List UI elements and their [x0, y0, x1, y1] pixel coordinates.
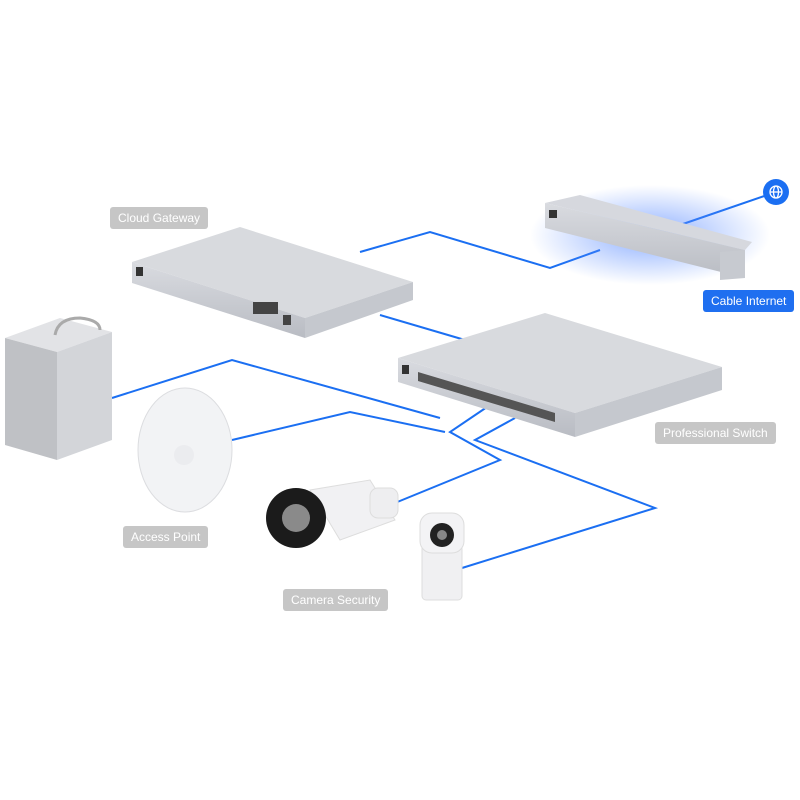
link-camera-switch — [389, 404, 503, 506]
camera-security-label: Camera Security — [283, 589, 389, 611]
access-point-label: Access Point — [123, 526, 209, 548]
link-cube-camera-switch — [461, 417, 659, 569]
link-gateway-switch — [379, 314, 466, 341]
cloud-gateway-label: Cloud Gateway — [110, 207, 209, 229]
professional-switch-device — [398, 313, 722, 437]
link-computer-switch — [111, 358, 441, 419]
computer-tower — [5, 316, 112, 460]
cube-camera-device — [419, 512, 465, 601]
link-ap-switch — [231, 410, 446, 441]
cable-internet-label: Cable Internet — [703, 290, 795, 312]
cloud-gateway-device — [132, 227, 413, 338]
professional-switch-label: Professional Switch — [655, 422, 776, 444]
cable-modem — [530, 185, 770, 285]
bullet-camera-device — [266, 479, 399, 548]
access-point-device — [137, 387, 233, 513]
